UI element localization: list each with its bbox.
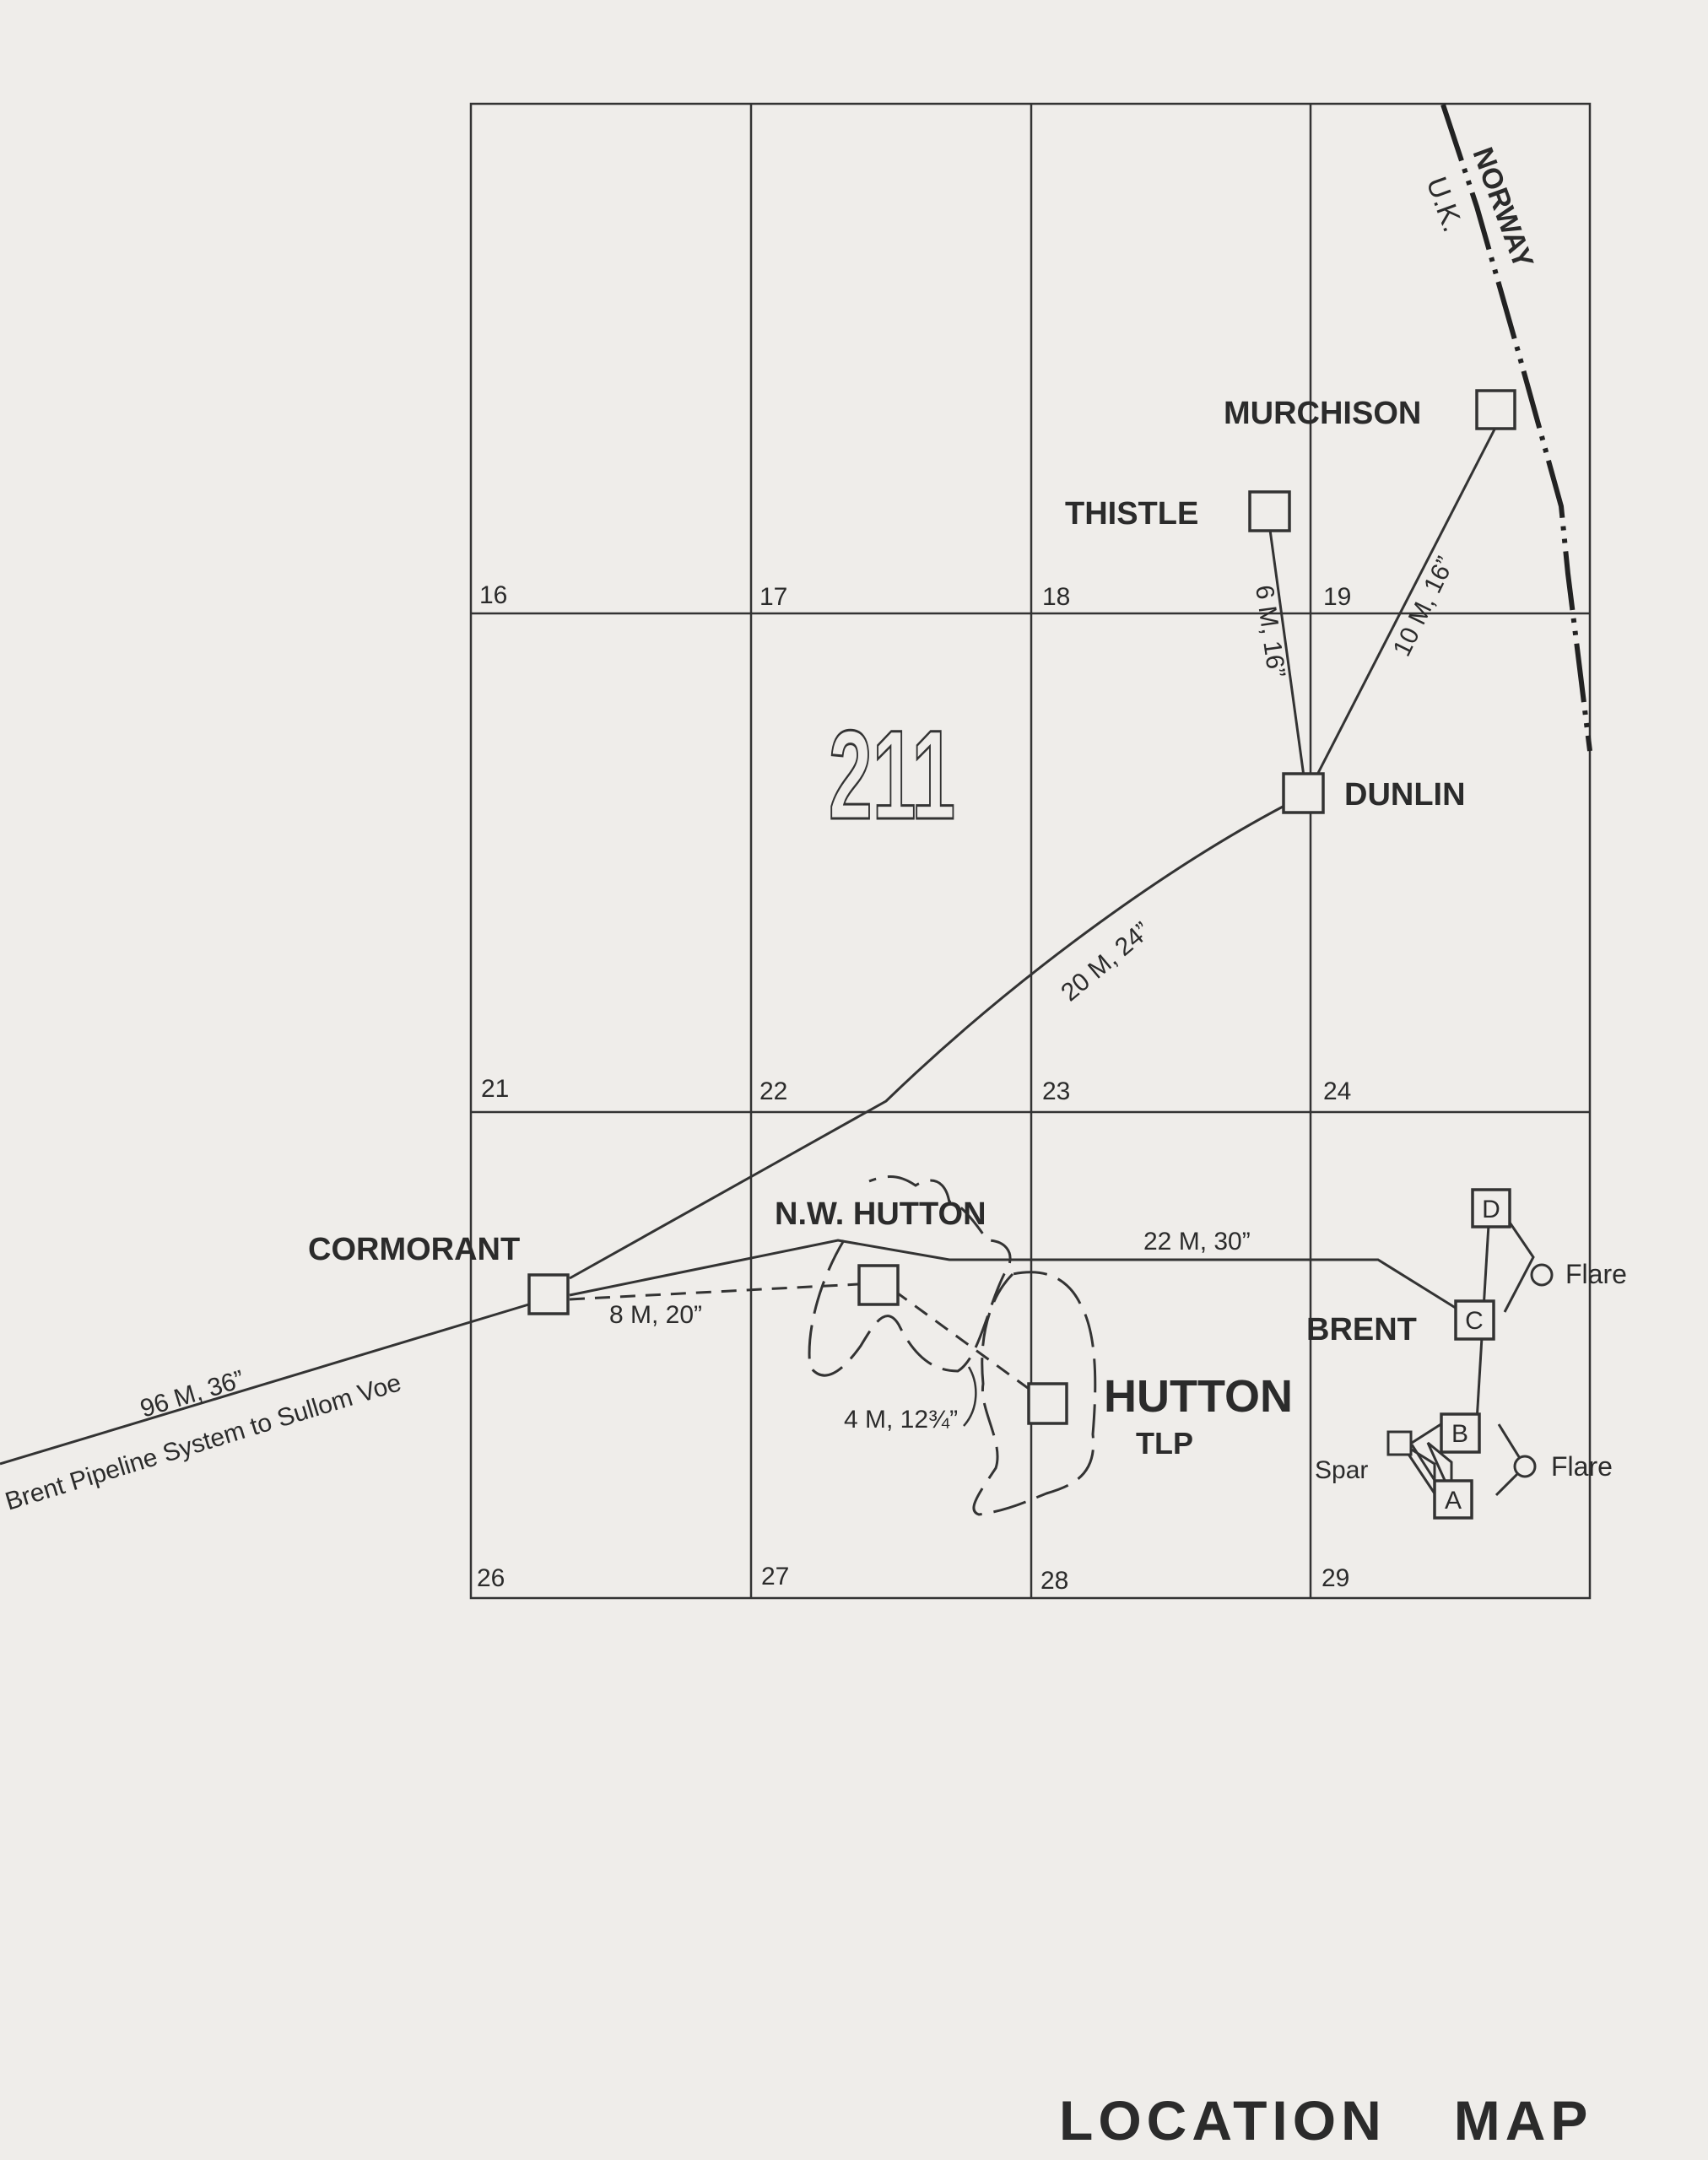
label-flare-upper: Flare xyxy=(1565,1259,1627,1289)
flare-icon xyxy=(1530,1263,1554,1287)
platform-brent-a-icon xyxy=(1433,1479,1473,1520)
pipeline-label-export-size: 96 M, 36” xyxy=(137,1365,247,1423)
platform-murchison-icon xyxy=(1475,389,1516,430)
label-dunlin: DUNLIN xyxy=(1344,777,1466,813)
block-number: 17 xyxy=(759,583,787,611)
pipeline-label-brent-cormorant: 22 M, 30” xyxy=(1143,1228,1251,1256)
label-cormorant: CORMORANT xyxy=(308,1232,520,1267)
pipeline-export xyxy=(0,1302,532,1466)
pipeline-thistle-dunlin xyxy=(1268,529,1305,777)
label-hutton-tlp: TLP xyxy=(1136,1426,1193,1461)
platform-cormorant-icon xyxy=(527,1273,570,1315)
brent-b-label: B xyxy=(1451,1420,1468,1448)
platform-brent-b-icon xyxy=(1440,1412,1481,1454)
hutton-field-outline xyxy=(972,1271,1097,1516)
block-number: 22 xyxy=(759,1077,787,1105)
pipeline-label-nwhutton-cormorant: 8 M, 20” xyxy=(609,1301,702,1329)
field-outlines xyxy=(808,1175,1097,1516)
block-number: 28 xyxy=(1040,1567,1068,1595)
title-word-location: LOCATION xyxy=(1059,2089,1386,2152)
block-number: 23 xyxy=(1042,1077,1070,1105)
brent-c-label: C xyxy=(1465,1307,1484,1335)
platform-thistle-icon xyxy=(1248,490,1291,532)
pipeline-hutton-nwhutton xyxy=(894,1289,1032,1392)
nw-hutton-field-outline xyxy=(808,1175,1012,1377)
block-grid xyxy=(469,102,1592,1600)
spar-icon xyxy=(1386,1430,1413,1456)
block-number: 29 xyxy=(1322,1564,1349,1592)
pipeline-murchison-dunlin xyxy=(1315,425,1498,777)
platform-nw-hutton-icon xyxy=(857,1264,900,1306)
map-title: LOCATION MAP xyxy=(1059,2088,1592,2152)
title-word-map: MAP xyxy=(1453,2089,1593,2152)
brent-d-label: D xyxy=(1482,1196,1500,1223)
pipeline-label-thistle-dunlin: 6 M, 16” xyxy=(1250,583,1290,679)
flare-icon xyxy=(1513,1455,1537,1478)
label-thistle: THISTLE xyxy=(1065,496,1198,532)
pipeline-brent-cormorant xyxy=(569,1239,1459,1311)
block-number: 18 xyxy=(1042,583,1070,611)
pipeline-label-hutton-nwhutton: 4 M, 12¾” xyxy=(844,1406,958,1434)
platforms xyxy=(527,389,1516,1520)
block-numbers: 16 17 18 19 21 22 23 24 26 27 28 29 xyxy=(477,581,1351,1595)
pipelines xyxy=(0,425,1498,1466)
quadrant-number: 211 xyxy=(829,705,955,845)
platform-hutton-icon xyxy=(1027,1382,1068,1425)
block-number: 27 xyxy=(761,1563,789,1590)
label-brent: BRENT xyxy=(1306,1312,1417,1347)
block-number: 16 xyxy=(479,581,507,609)
block-number: 19 xyxy=(1323,583,1351,611)
pipeline-dunlin-cormorant xyxy=(569,804,1285,1280)
label-flare-lower: Flare xyxy=(1551,1451,1613,1482)
label-hutton: HUTTON xyxy=(1104,1371,1293,1422)
block-number: 24 xyxy=(1323,1077,1351,1105)
block-number: 21 xyxy=(481,1075,509,1103)
platform-brent-c-icon xyxy=(1454,1299,1495,1341)
pipeline-nwhutton-cormorant xyxy=(569,1282,860,1301)
label-nw-hutton: N.W. HUTTON xyxy=(775,1196,986,1232)
platform-dunlin-icon xyxy=(1282,772,1325,814)
border-label-uk: U.K. xyxy=(1419,173,1468,236)
platform-brent-d-icon xyxy=(1471,1188,1511,1228)
label-murchison: MURCHISON xyxy=(1224,396,1421,431)
label-spar: Spar xyxy=(1315,1456,1368,1484)
block-number: 26 xyxy=(477,1564,505,1592)
brent-a-label: A xyxy=(1445,1487,1462,1515)
pipeline-label-dunlin-cormorant: 20 M, 24” xyxy=(1056,917,1155,1007)
pointer-arrow xyxy=(963,1366,977,1427)
